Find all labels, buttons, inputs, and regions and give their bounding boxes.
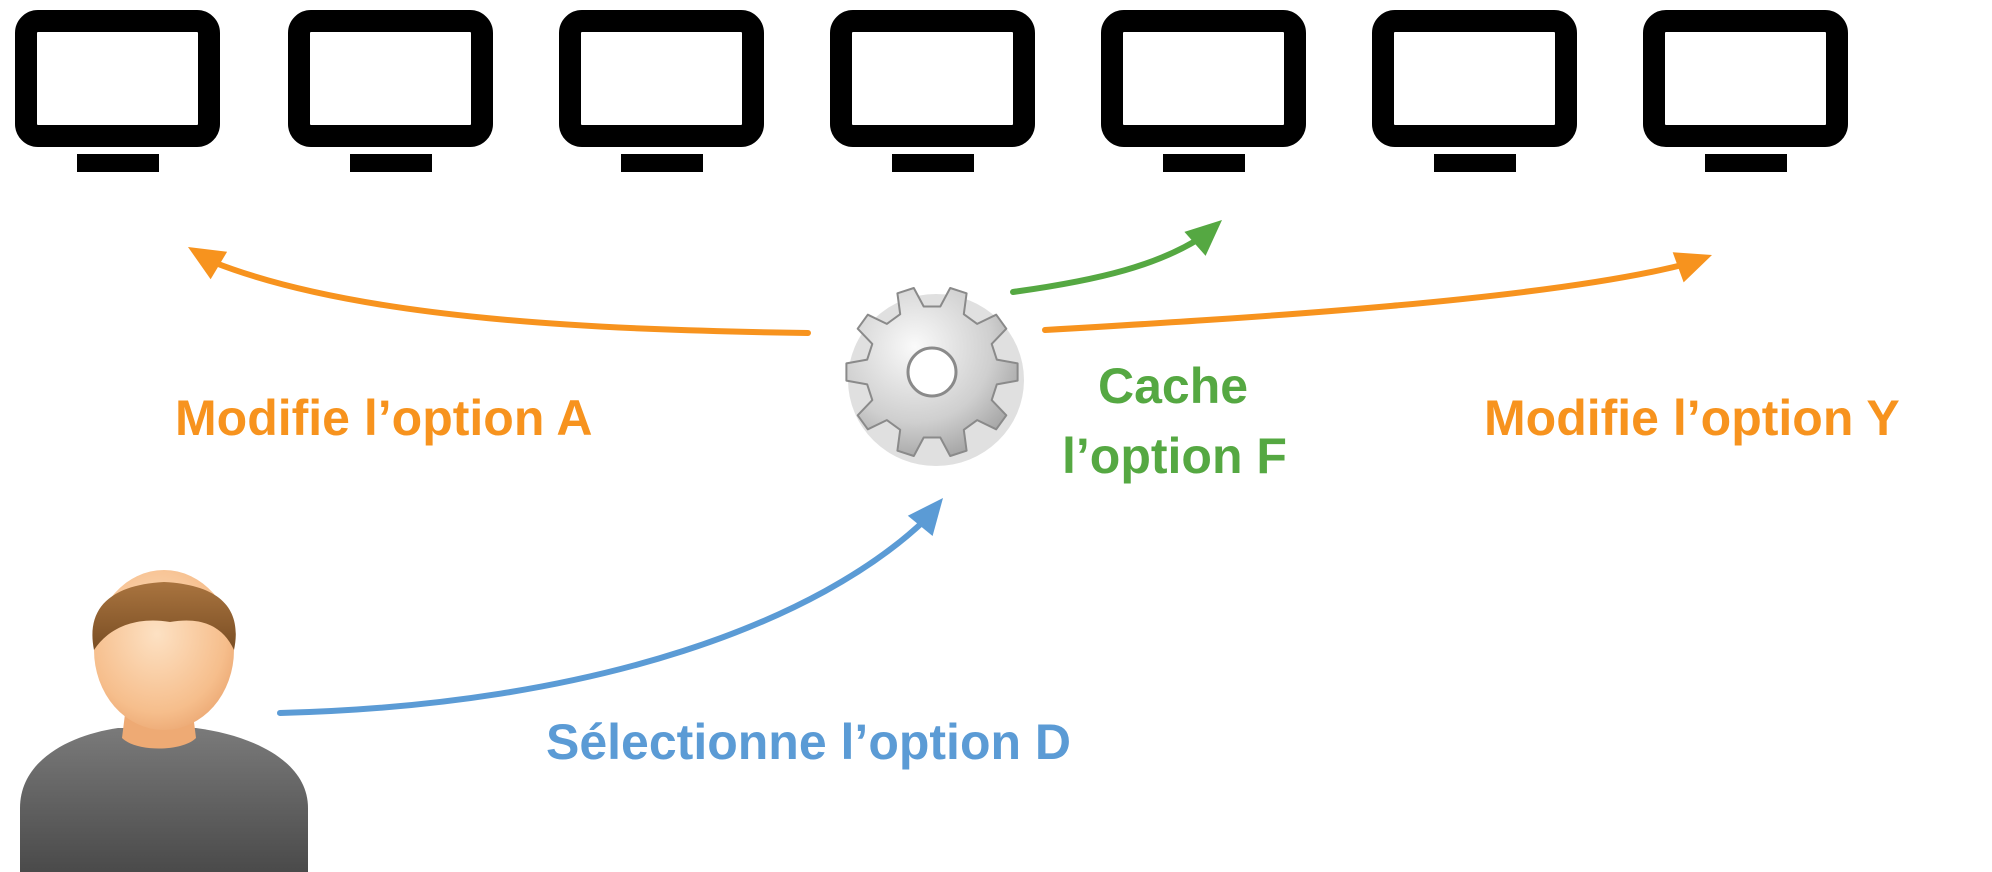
arrow-select-d — [277, 498, 943, 716]
monitor-icon — [1643, 10, 1848, 172]
arrow-hide-f — [1010, 220, 1222, 295]
monitor-icon — [1372, 10, 1577, 172]
monitor-row — [15, 10, 1848, 172]
label-hide-option-f-line2: l’option F — [1062, 428, 1287, 484]
arrow-modify-a — [188, 247, 811, 336]
arrows — [188, 220, 1712, 716]
monitor-icon — [15, 10, 220, 172]
monitor-icon — [288, 10, 493, 172]
label-modify-option-y: Modifie l’option Y — [1484, 390, 1900, 446]
label-hide-option-f-line1: Cache — [1098, 358, 1249, 414]
label-modify-option-a: Modifie l’option A — [175, 390, 593, 446]
gear-icon — [845, 287, 1024, 466]
monitor-icon — [830, 10, 1035, 172]
user-avatar-icon — [20, 570, 308, 872]
monitor-icon — [1101, 10, 1306, 172]
monitor-icon — [559, 10, 764, 172]
label-select-option-d: Sélectionne l’option D — [546, 714, 1072, 770]
arrow-modify-y — [1042, 252, 1712, 333]
